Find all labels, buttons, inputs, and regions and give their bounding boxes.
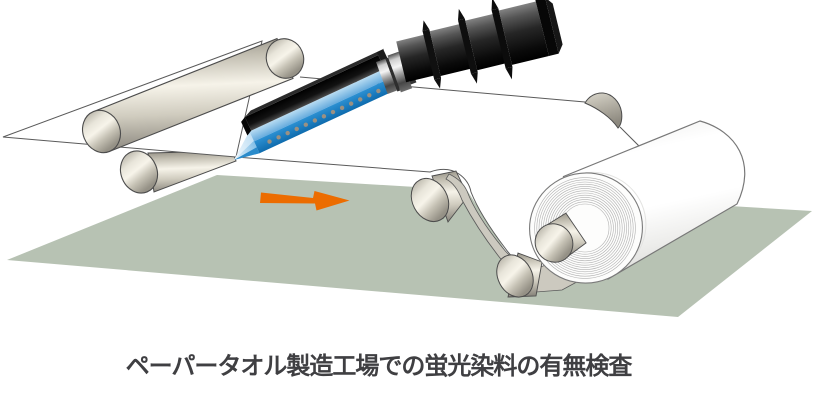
sensor-bar-endcap	[241, 117, 252, 136]
support-roller-a	[410, 170, 541, 288]
sensor-bar-front	[244, 55, 385, 131]
led-array	[267, 88, 381, 144]
guide-roller	[584, 92, 623, 129]
fluorescence-sensor-head	[234, 48, 403, 160]
nip-roller-upper	[82, 37, 305, 154]
web-to-roll-edge	[619, 126, 642, 149]
emitter-window-upper	[249, 64, 398, 142]
nip-roller-lower	[119, 150, 237, 194]
paper-roll	[529, 120, 746, 284]
support-roller-b	[496, 252, 543, 298]
roll-core-face	[534, 223, 574, 263]
figure-caption: ペーパータオル製造工場での蛍光染料の有無検査	[125, 353, 633, 380]
sensor-body	[396, 0, 563, 89]
sensor-bar-top	[244, 48, 385, 118]
emitter-window-lower	[254, 74, 403, 154]
web-direction-arrow	[260, 191, 350, 211]
sensor-body-endcap	[545, 0, 563, 54]
